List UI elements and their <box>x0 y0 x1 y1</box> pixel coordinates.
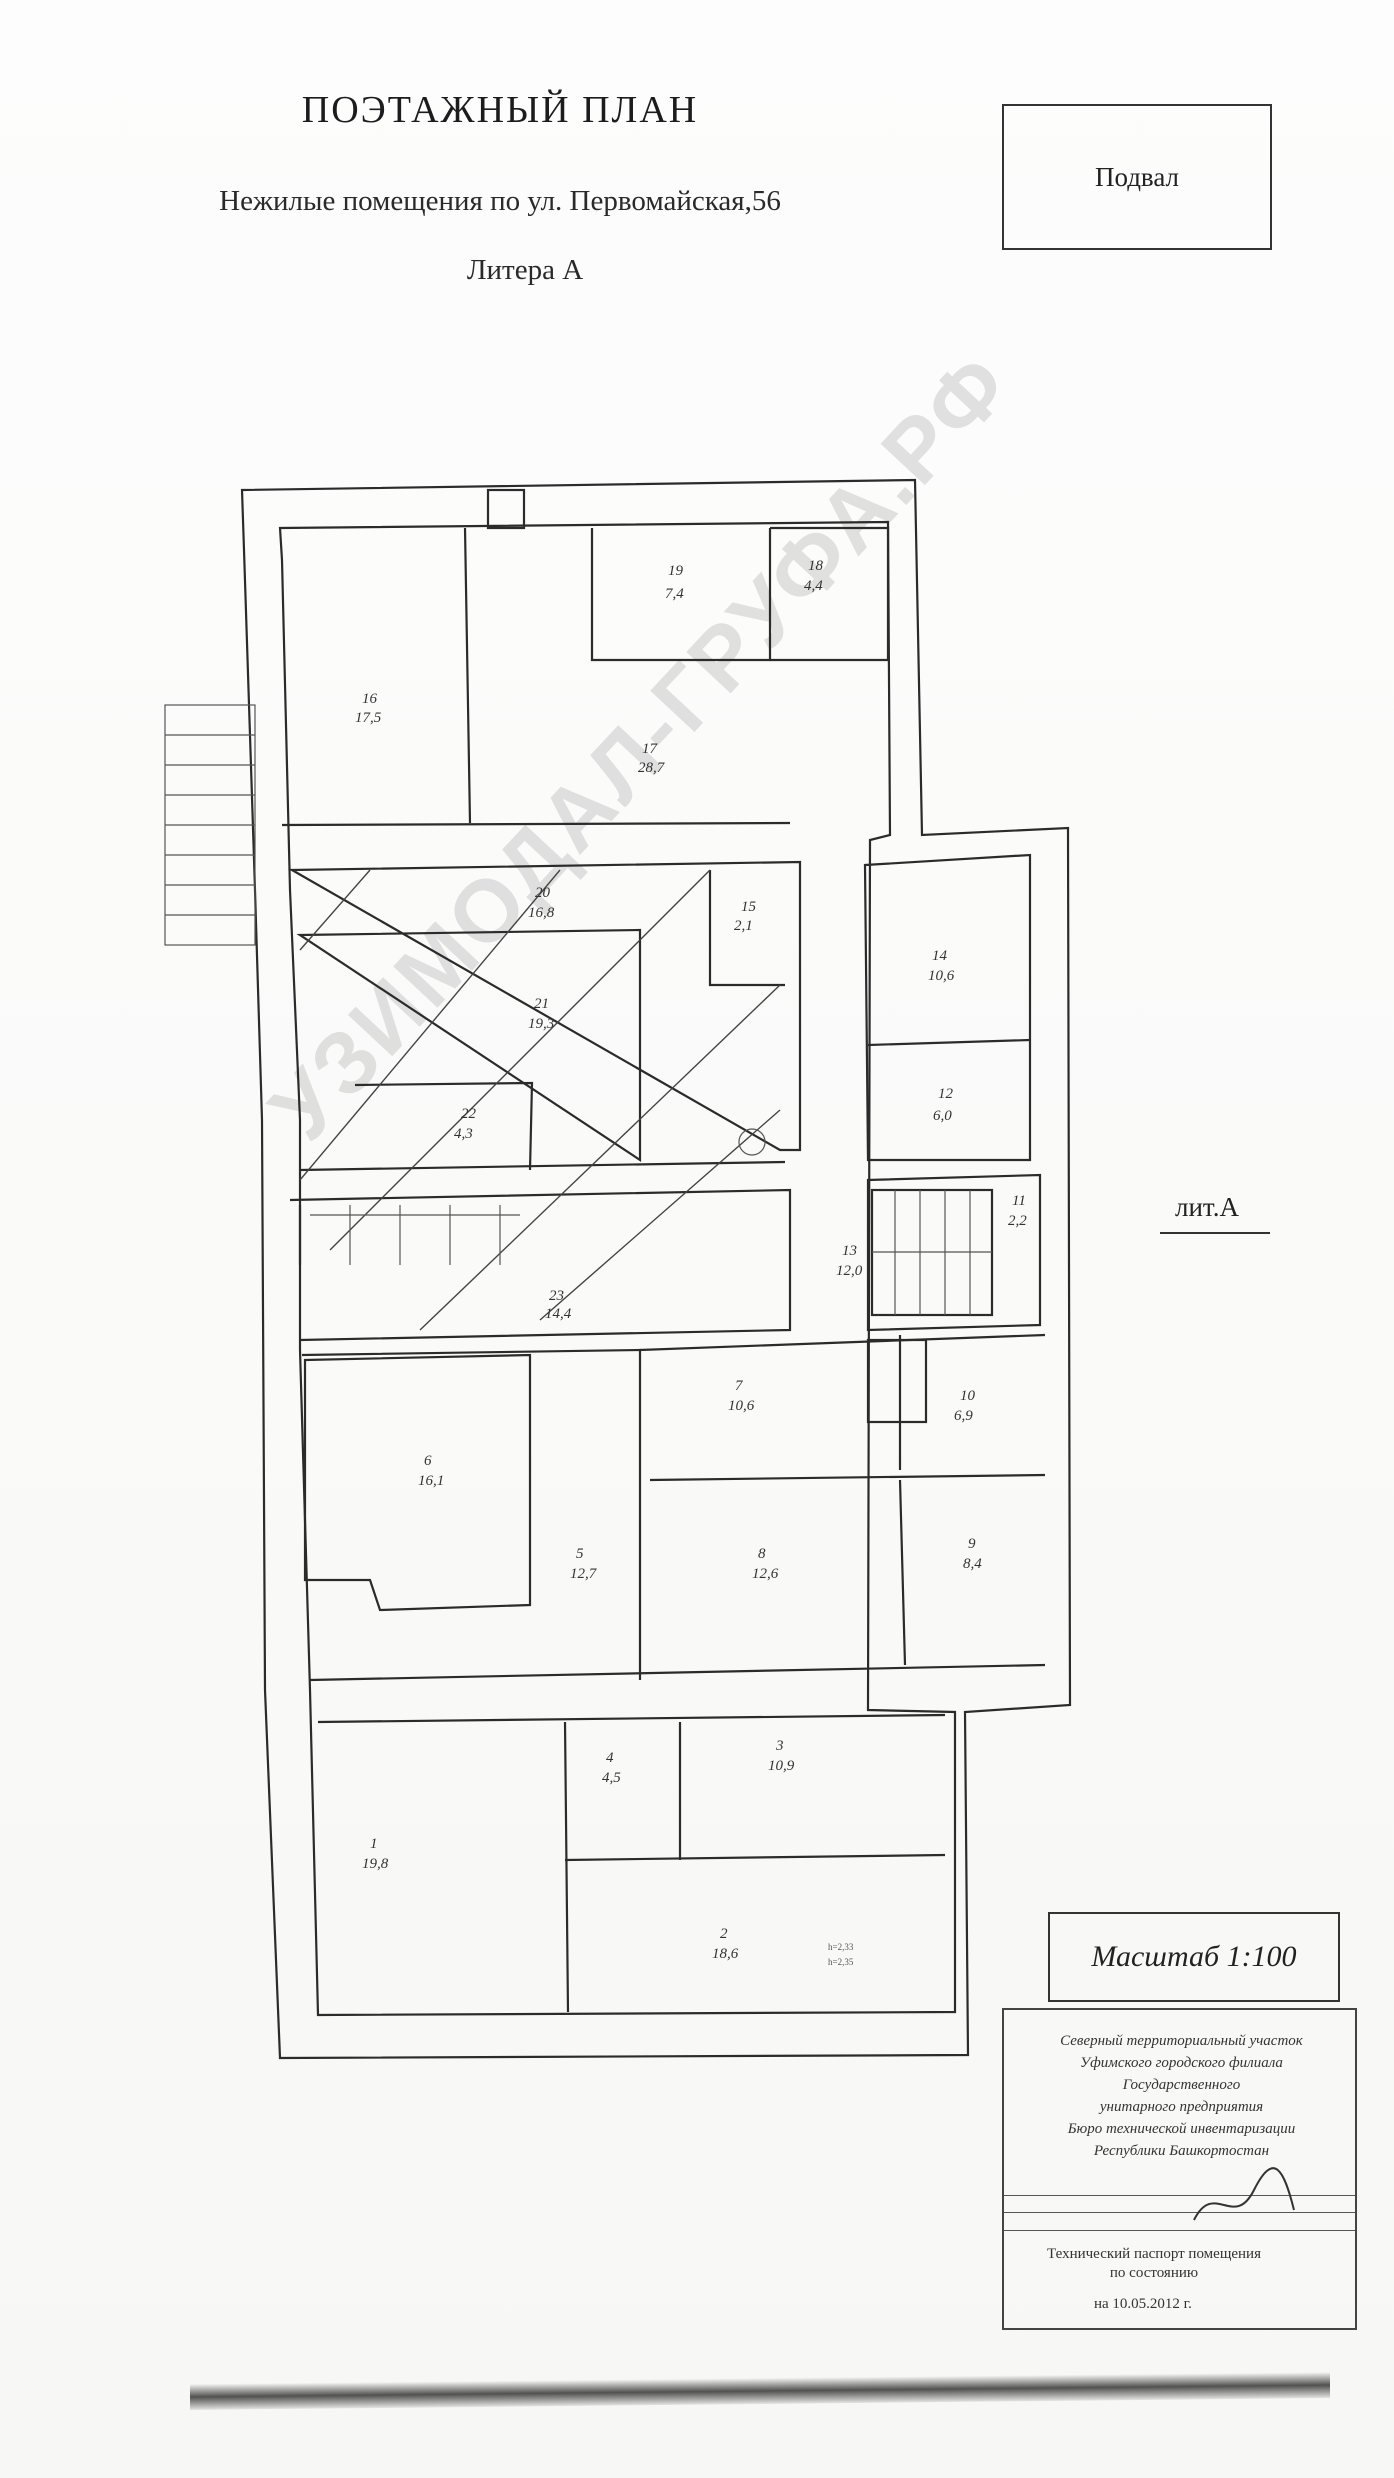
room-number: 17 <box>642 741 659 757</box>
signature-mark <box>1193 2167 1295 2221</box>
wall-line <box>296 928 642 1163</box>
room-area: 19,3 <box>528 1016 554 1032</box>
room-area: 6,0 <box>933 1108 952 1124</box>
wall-line <box>317 1713 946 1724</box>
floor-label-box: Подвал <box>1002 104 1272 250</box>
wall-line <box>898 1479 907 1666</box>
wall-line <box>299 1160 786 1172</box>
wall-line <box>590 528 772 662</box>
room-area: 8,4 <box>963 1556 982 1572</box>
bti-stamp: Северный территориальный участок Уфимско… <box>1002 2008 1357 2330</box>
label-underline <box>1160 1232 1270 1234</box>
room-area: 12,6 <box>752 1566 779 1582</box>
wall-line <box>463 527 472 824</box>
ceiling-height: h=2,35 <box>828 1957 854 1967</box>
room-number: 20 <box>535 885 551 901</box>
scale-label: Масштаб 1:100 <box>1091 1940 1297 1973</box>
room-area: 2,1 <box>734 918 753 934</box>
stamp-date: на 10.05.2012 г. <box>1094 2296 1192 2312</box>
wall-line <box>770 526 890 662</box>
room-number: 3 <box>775 1738 784 1754</box>
room-area: 28,7 <box>638 760 666 776</box>
wall-line <box>649 1473 1046 1482</box>
wall-line <box>301 1348 642 1680</box>
room-number: 8 <box>758 1546 766 1562</box>
wall-line <box>303 1353 532 1612</box>
room-area: 16,8 <box>528 905 555 921</box>
room-area: 10,6 <box>728 1398 755 1414</box>
wall-line <box>708 870 785 987</box>
room-number: 9 <box>968 1536 976 1552</box>
building-letter-label: лит.А <box>1175 1192 1239 1222</box>
page-title: ПОЭТАЖНЫЙ ПЛАН <box>301 89 699 131</box>
room-area: 10,6 <box>928 968 955 984</box>
room-area: 17,5 <box>355 710 382 726</box>
room-number: 13 <box>842 1243 857 1259</box>
wall-line <box>281 821 791 827</box>
room-number: 19 <box>668 563 684 579</box>
room-area: 2,2 <box>1008 1213 1027 1229</box>
wall-line <box>563 1721 570 2013</box>
room-number: 4 <box>606 1750 614 1766</box>
wall-line <box>309 1663 1046 1682</box>
room-area: 4,4 <box>804 578 823 594</box>
room-area: 18,6 <box>712 1946 739 1962</box>
room-number: 21 <box>534 996 549 1012</box>
room-area: 4,5 <box>602 1770 621 1786</box>
ceiling-height: h=2,33 <box>828 1942 854 1952</box>
room-number: 11 <box>1012 1193 1026 1209</box>
scale-box: Масштаб 1:100 <box>1048 1912 1340 2002</box>
room-labels: 16 17,5 17 28,7 19 7,4 18 4,4 20 16,8 15… <box>355 558 1027 1967</box>
wall-line <box>639 1333 1046 1352</box>
stamp-divider <box>1004 2212 1355 2213</box>
floor-label: Подвал <box>1094 161 1180 192</box>
wall-line <box>354 1081 534 1171</box>
wall-line <box>866 1173 1042 1332</box>
wall-line <box>867 1038 1031 1047</box>
wall-line <box>564 1853 946 1862</box>
room-area: 6,9 <box>954 1408 973 1424</box>
wall-line <box>289 1188 792 1342</box>
room-number: 12 <box>938 1086 954 1102</box>
room-area: 16,1 <box>418 1473 444 1489</box>
wall-line <box>287 860 802 1152</box>
room-number: 1 <box>370 1836 378 1852</box>
room-number: 14 <box>932 948 948 964</box>
room-number: 5 <box>576 1546 584 1562</box>
room-number: 15 <box>741 899 757 915</box>
room-number: 2 <box>720 1926 728 1942</box>
wall-line <box>863 853 1032 1162</box>
litera-label: Литера А <box>466 254 584 286</box>
room-number: 23 <box>549 1288 564 1304</box>
room-area: 10,9 <box>768 1758 795 1774</box>
room-number: 22 <box>461 1106 477 1122</box>
room-area: 19,8 <box>362 1856 389 1872</box>
vent-shaft <box>486 488 526 530</box>
address-subtitle: Нежилые помещения по ул. Первомайская,56 <box>219 185 781 217</box>
inner-wall <box>278 520 957 2017</box>
stamp-organization: Северный территориальный участок Уфимско… <box>1060 2033 1303 2159</box>
room-number: 16 <box>362 691 378 707</box>
stamp-document: Технический паспорт помещения по состоян… <box>1047 2246 1261 2281</box>
room-area: 4,3 <box>454 1126 473 1142</box>
room-area: 7,4 <box>665 586 684 602</box>
room-area: 12,0 <box>836 1263 863 1279</box>
ventilation-shaft <box>866 1338 928 1424</box>
room-number: 10 <box>960 1388 976 1404</box>
stamp-divider <box>1004 2195 1355 2196</box>
room-number: 7 <box>735 1378 744 1394</box>
stamp-divider <box>1004 2230 1355 2231</box>
room-area: 12,7 <box>570 1566 598 1582</box>
room-number: 6 <box>424 1453 432 1469</box>
room-number: 18 <box>808 558 824 574</box>
room-area: 14,4 <box>545 1306 572 1322</box>
